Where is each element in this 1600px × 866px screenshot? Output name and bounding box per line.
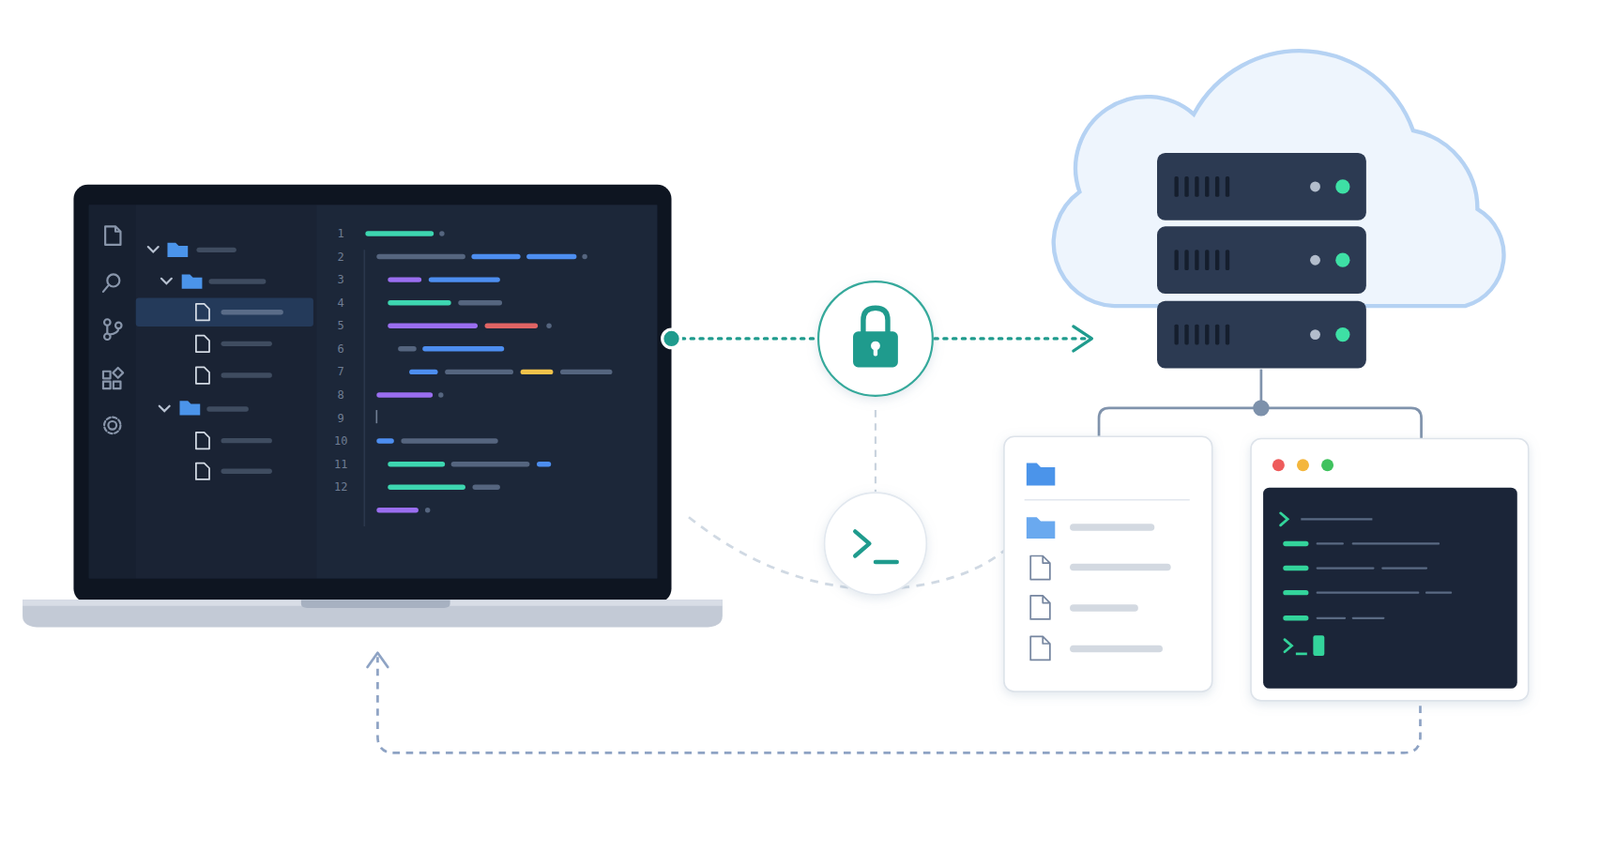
server-vent (1204, 176, 1209, 198)
code-bar (387, 485, 466, 490)
server-led (1335, 253, 1350, 268)
line-number: 8 (326, 388, 355, 402)
server-vent (1204, 249, 1209, 271)
code-bar (387, 461, 445, 467)
server-vent (1215, 176, 1220, 198)
line-number: 10 (326, 434, 355, 448)
code-bar (560, 369, 612, 375)
line-number: 2 (326, 250, 355, 264)
code-bar (387, 300, 451, 305)
code-bar (425, 507, 430, 513)
code-bar (409, 369, 438, 375)
code-bar (376, 392, 433, 397)
server-vent (1225, 324, 1230, 346)
laptop (22, 184, 723, 628)
code-bar (439, 230, 444, 236)
code-bar (451, 461, 531, 467)
line-number: 3 (326, 273, 355, 287)
code-bar (546, 323, 551, 329)
code-bar (428, 276, 501, 282)
server-unit (1157, 301, 1367, 369)
line-number: 9 (326, 411, 355, 426)
code-bar (526, 254, 577, 260)
server-vent (1225, 249, 1230, 271)
code-bar (485, 323, 539, 329)
code-bar (365, 230, 434, 236)
text-cursor (376, 410, 379, 424)
file-panel (1004, 436, 1213, 692)
server-led (1335, 327, 1350, 342)
line-number: 7 (326, 365, 355, 379)
file-tree (136, 243, 314, 480)
cloud-server (1053, 50, 1505, 439)
server-vent (1215, 324, 1220, 346)
code-bar (444, 369, 514, 375)
indent-guide (363, 249, 366, 527)
code-bar (376, 438, 394, 443)
code-bar (400, 438, 498, 443)
line-number: 4 (326, 296, 355, 310)
code-lines (365, 230, 612, 513)
terminal-panel (1250, 438, 1529, 701)
line-number: 11 (326, 457, 355, 472)
server-led (1310, 255, 1321, 266)
server-unit (1157, 226, 1367, 294)
line-number: 6 (326, 342, 355, 356)
server-led (1310, 182, 1321, 193)
server-vent (1173, 249, 1178, 271)
code-bar (397, 346, 417, 351)
code-bar (376, 254, 466, 260)
server-vent (1225, 176, 1230, 198)
server-vent (1184, 249, 1189, 271)
server-vent (1184, 176, 1189, 198)
code-bar (422, 346, 504, 351)
server-unit (1157, 152, 1367, 221)
server-led (1310, 329, 1321, 340)
server-vent (1204, 324, 1209, 346)
server-vent (1173, 324, 1178, 346)
code-bar (387, 323, 478, 329)
code-bar (457, 300, 503, 305)
line-number: 1 (326, 227, 355, 241)
code-bar (536, 461, 551, 467)
server-led (1335, 179, 1350, 194)
code-bar (438, 392, 443, 397)
code-bar (581, 254, 587, 260)
code-bar (387, 276, 422, 282)
code-bar (520, 369, 554, 375)
code-bar (471, 254, 520, 260)
server-vent (1184, 324, 1189, 346)
server-vent (1194, 324, 1199, 346)
line-number: 5 (326, 319, 355, 333)
server-vent (1173, 176, 1178, 198)
code-bar (376, 507, 419, 513)
return-path (367, 653, 1421, 754)
code-bar (472, 485, 501, 490)
server-vent (1194, 249, 1199, 271)
server-vent (1215, 249, 1220, 271)
line-number: 12 (326, 480, 355, 494)
activity-icons (103, 226, 123, 434)
server-vent (1194, 176, 1199, 198)
